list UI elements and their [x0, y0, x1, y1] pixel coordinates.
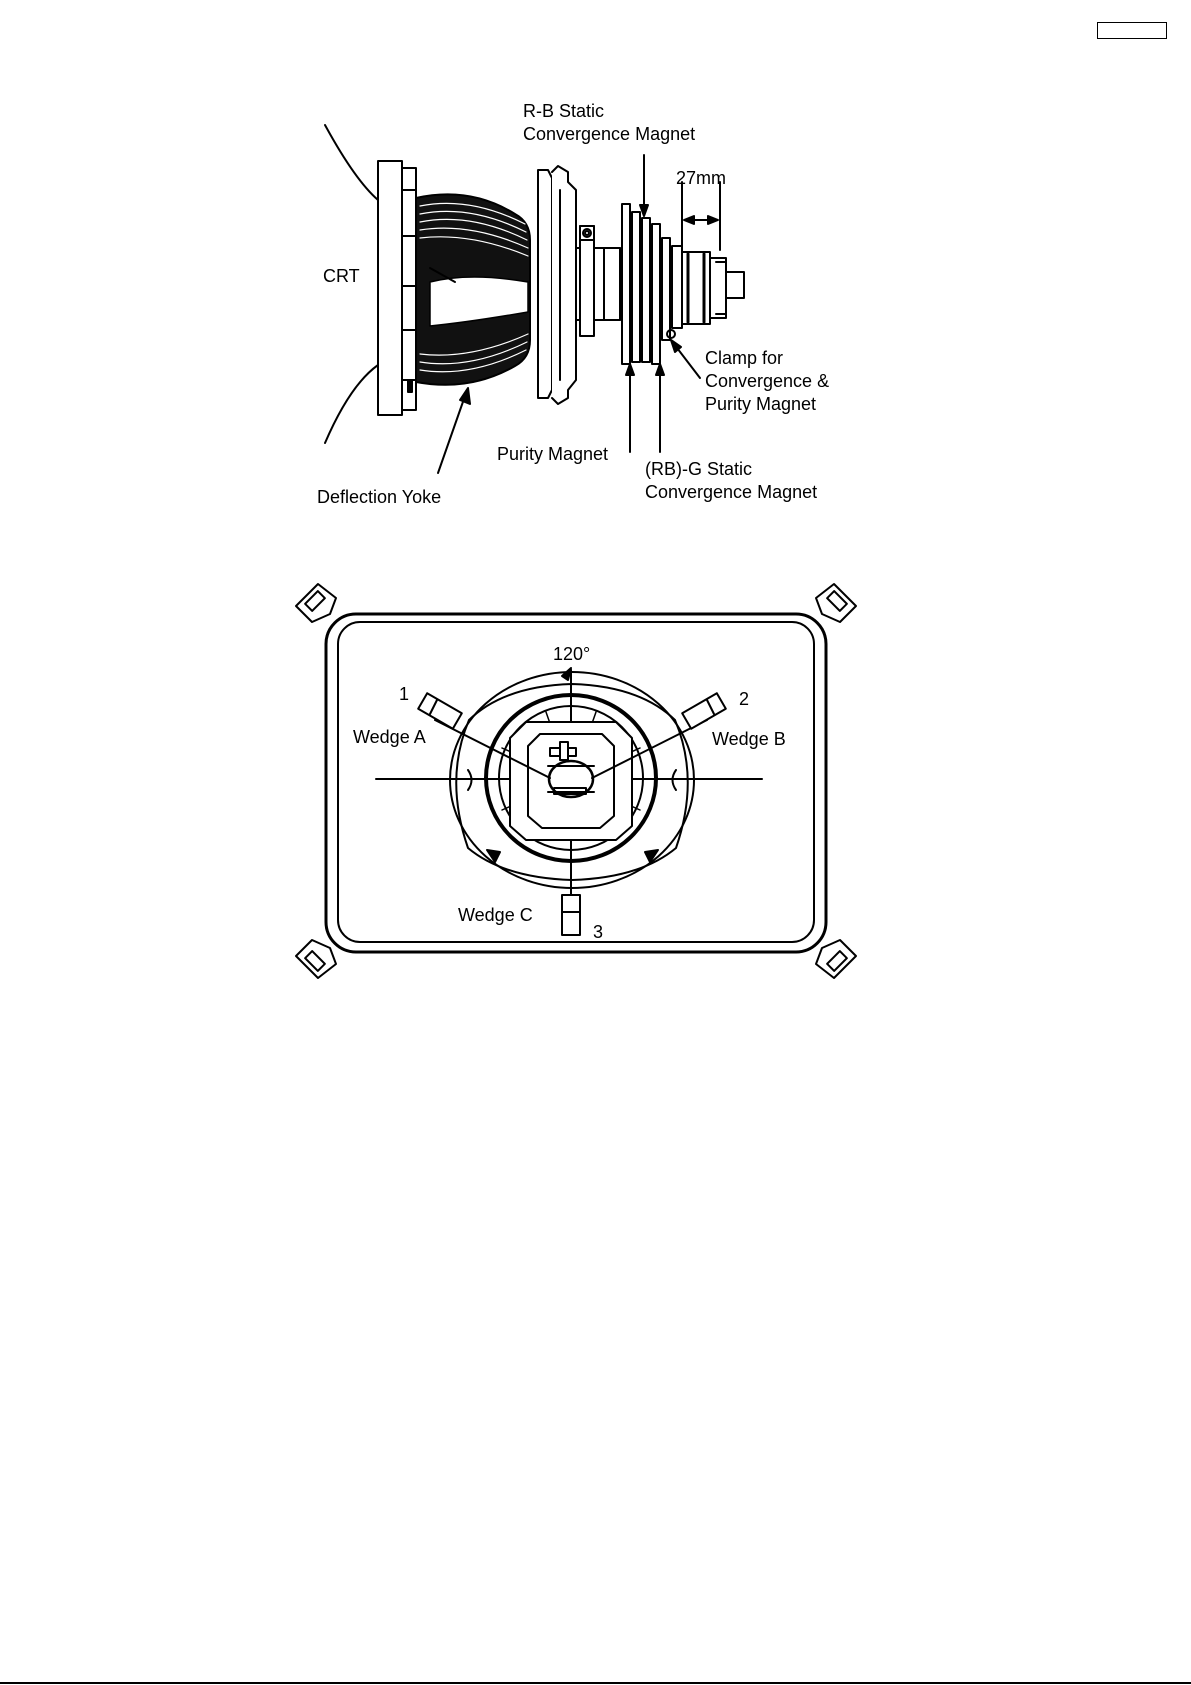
- rb-static-ring: [642, 218, 650, 362]
- crt-funnel-lower: [325, 365, 378, 443]
- rb-static-label-line2: Convergence Magnet: [523, 124, 695, 144]
- clamp-label-line3: Purity Magnet: [705, 394, 816, 414]
- footer-rule: [0, 1682, 1191, 1684]
- crt-label: CRT: [323, 266, 360, 286]
- wedge-c-shape: [562, 895, 580, 935]
- dimension-label: 27mm: [676, 168, 726, 188]
- crt-socket: [682, 252, 710, 324]
- crt-funnel-upper: [325, 125, 378, 200]
- mounting-ear-bottom-right: [816, 940, 856, 978]
- yoke-clamp: [580, 226, 594, 336]
- rbg-static-ring: [652, 224, 660, 364]
- mounting-ear-bottom-left: [296, 940, 336, 978]
- rbg-static-label-line1: (RB)-G Static: [645, 459, 752, 479]
- mounting-ear-top-right: [816, 584, 856, 622]
- purity-magnet-label: Purity Magnet: [497, 444, 608, 464]
- wedge-c-label: Wedge C: [458, 905, 533, 925]
- rbg-static-label-line2: Convergence Magnet: [645, 482, 817, 502]
- magnet-clamp-ring: [662, 238, 670, 340]
- wedge-b-number: 2: [739, 689, 749, 709]
- wedge-c-number: 3: [593, 922, 603, 942]
- rb-static-label-line1: R-B Static: [523, 101, 604, 121]
- wedge-a-label: Wedge A: [353, 727, 426, 747]
- mounting-ear-top-left: [296, 584, 336, 622]
- clamp-label-line1: Clamp for: [705, 348, 783, 368]
- clamp-label-line2: Convergence &: [705, 371, 829, 391]
- yoke-rear-plate: [538, 170, 552, 398]
- wedge-a-number: 1: [399, 684, 409, 704]
- wedge-b-label: Wedge B: [712, 729, 786, 749]
- yoke-front-plate: [378, 161, 402, 415]
- deflection-yoke-label: Deflection Yoke: [317, 487, 441, 507]
- crt-assembly-side-view: R-B Static Convergence Magnet 27mm CRT C…: [0, 0, 1191, 560]
- crt-front-view-wedges: 120° 1 Wedge A 2 Wedge B Wedge C 3: [0, 560, 1191, 1000]
- purity-magnet-ring-2: [632, 212, 640, 362]
- angle-label: 120°: [553, 644, 590, 664]
- purity-magnet-ring-1: [622, 204, 630, 364]
